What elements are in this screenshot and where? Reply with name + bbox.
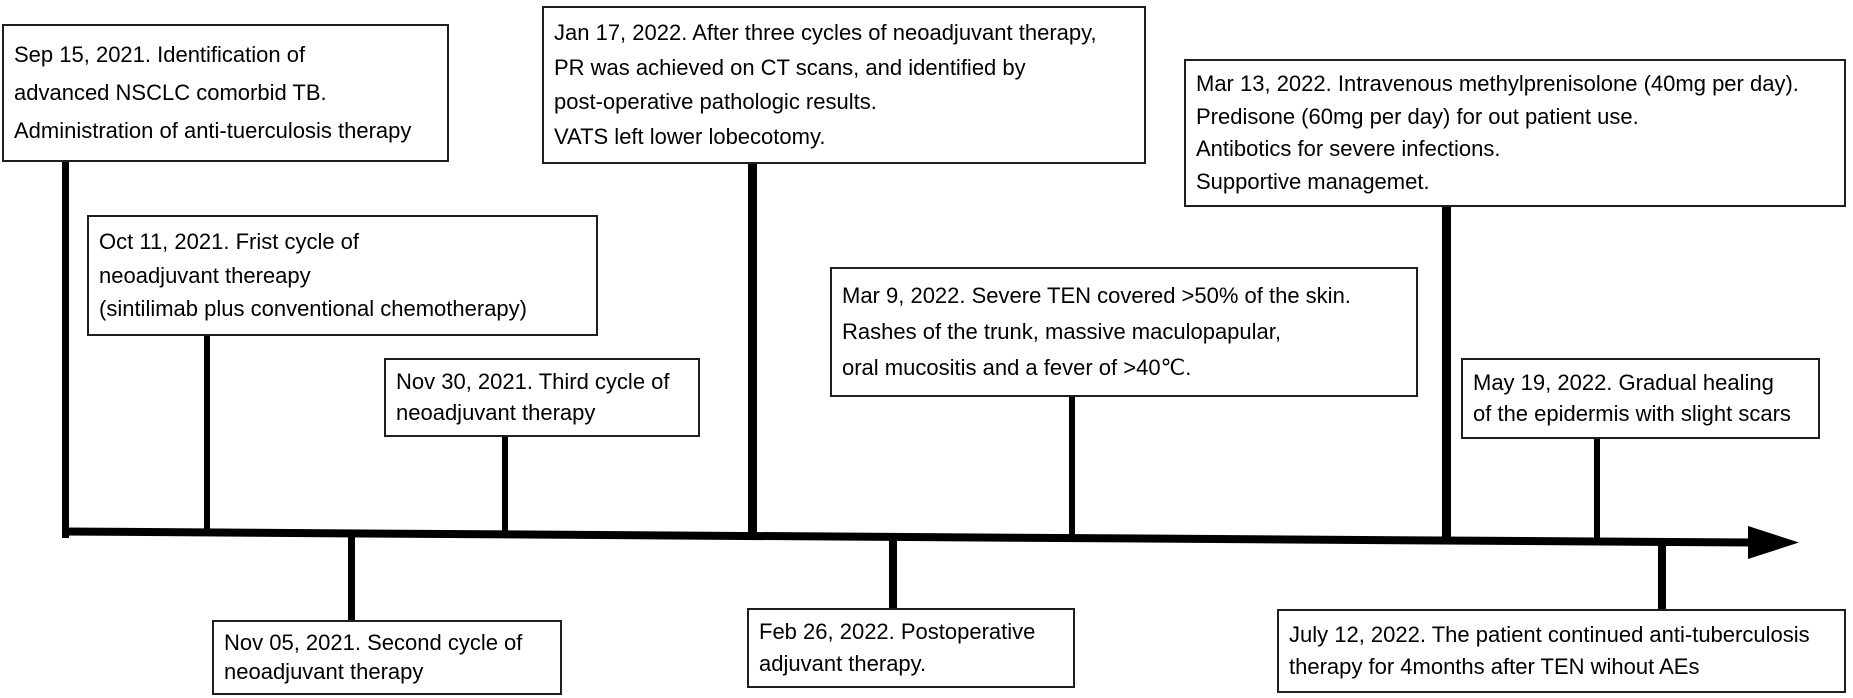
event-text-line: post-operative pathologic results. bbox=[554, 89, 877, 115]
connector-nov-30-2021 bbox=[502, 435, 508, 537]
event-box-oct-11-2021: Oct 11, 2021. Frist cycle of neoadjuvant… bbox=[87, 215, 598, 336]
event-text-line: neoadjuvant therapy bbox=[396, 400, 596, 425]
timeline-arrowhead-icon bbox=[1748, 526, 1799, 559]
timeline-line bbox=[61, 527, 1753, 547]
event-text-line: therapy for 4months after TEN wihout AEs bbox=[1289, 654, 1700, 680]
connector-oct-11-2021 bbox=[204, 334, 210, 536]
event-box-mar-9-2022: Mar 9, 2022. Severe TEN covered >50% of … bbox=[830, 267, 1418, 397]
connector-mar-9-2022 bbox=[1069, 395, 1075, 541]
event-box-may-19-2022: May 19, 2022. Gradual healing of the epi… bbox=[1461, 358, 1820, 439]
connector-jan-17-2022 bbox=[748, 162, 757, 539]
event-box-feb-26-2022: Feb 26, 2022. Postoperative adjuvant the… bbox=[747, 608, 1075, 688]
event-text-line: PR was achieved on CT scans, and identif… bbox=[554, 54, 1026, 80]
event-text-line: oral mucositis and a fever of >40℃. bbox=[842, 355, 1192, 380]
event-text-line: VATS left lower lobecotomy. bbox=[554, 123, 826, 149]
connector-may-19-2022 bbox=[1594, 437, 1600, 544]
event-box-nov-05-2021: Nov 05, 2021. Second cycle of neoadjuvan… bbox=[212, 620, 562, 695]
event-text-line: Supportive managemet. bbox=[1196, 168, 1430, 194]
event-text-line: Mar 9, 2022. Severe TEN covered >50% of … bbox=[842, 283, 1351, 308]
event-box-jan-17-2022: Jan 17, 2022. After three cycles of neoa… bbox=[542, 6, 1146, 164]
event-box-sep-15-2021: Sep 15, 2021. Identification of advanced… bbox=[2, 24, 449, 162]
event-text-line: Rashes of the trunk, massive maculopapul… bbox=[842, 319, 1282, 344]
event-text-line: advanced NSCLC comorbid TB. bbox=[14, 80, 327, 105]
event-text-line: (sintilimab plus conventional chemothera… bbox=[99, 296, 527, 322]
connector-mar-13-2022 bbox=[1442, 205, 1451, 543]
event-box-nov-30-2021: Nov 30, 2021. Third cycle of neoadjuvant… bbox=[384, 358, 700, 437]
event-text-line: Oct 11, 2021. Frist cycle of bbox=[99, 228, 360, 254]
event-text-line: Nov 30, 2021. Third cycle of bbox=[396, 369, 670, 394]
event-text-line: adjuvant therapy. bbox=[759, 650, 927, 676]
event-text-line: neoadjuvant therapy bbox=[224, 659, 424, 685]
event-text-line: Sep 15, 2021. Identification of bbox=[14, 42, 306, 67]
event-text-line: Feb 26, 2022. Postoperative bbox=[759, 619, 1036, 645]
event-text-line: July 12, 2022. The patient continued ant… bbox=[1289, 621, 1810, 647]
connector-jul-12-2022 bbox=[1658, 541, 1666, 611]
connector-feb-26-2022 bbox=[889, 534, 897, 610]
event-text-line: Jan 17, 2022. After three cycles of neoa… bbox=[554, 20, 1097, 46]
event-text-line: Antibotics for severe infections. bbox=[1196, 136, 1501, 162]
event-box-mar-13-2022: Mar 13, 2022. Intravenous methylprenisol… bbox=[1184, 59, 1846, 207]
event-text-line: Administration of anti-tuerculosis thera… bbox=[14, 118, 412, 143]
event-text-line: May 19, 2022. Gradual healing bbox=[1473, 369, 1774, 395]
event-text-line: Nov 05, 2021. Second cycle of bbox=[224, 629, 523, 655]
connector-sep-15-2021 bbox=[62, 160, 69, 538]
event-text-line: of the epidermis with slight scars bbox=[1473, 401, 1791, 427]
event-text-line: neoadjuvant thereapy bbox=[99, 262, 311, 288]
connector-nov-05-2021 bbox=[348, 532, 355, 622]
event-text-line: Predisone (60mg per day) for out patient… bbox=[1196, 103, 1639, 129]
event-text-line: Mar 13, 2022. Intravenous methylprenisol… bbox=[1196, 71, 1799, 97]
event-box-jul-12-2022: July 12, 2022. The patient continued ant… bbox=[1277, 609, 1846, 693]
